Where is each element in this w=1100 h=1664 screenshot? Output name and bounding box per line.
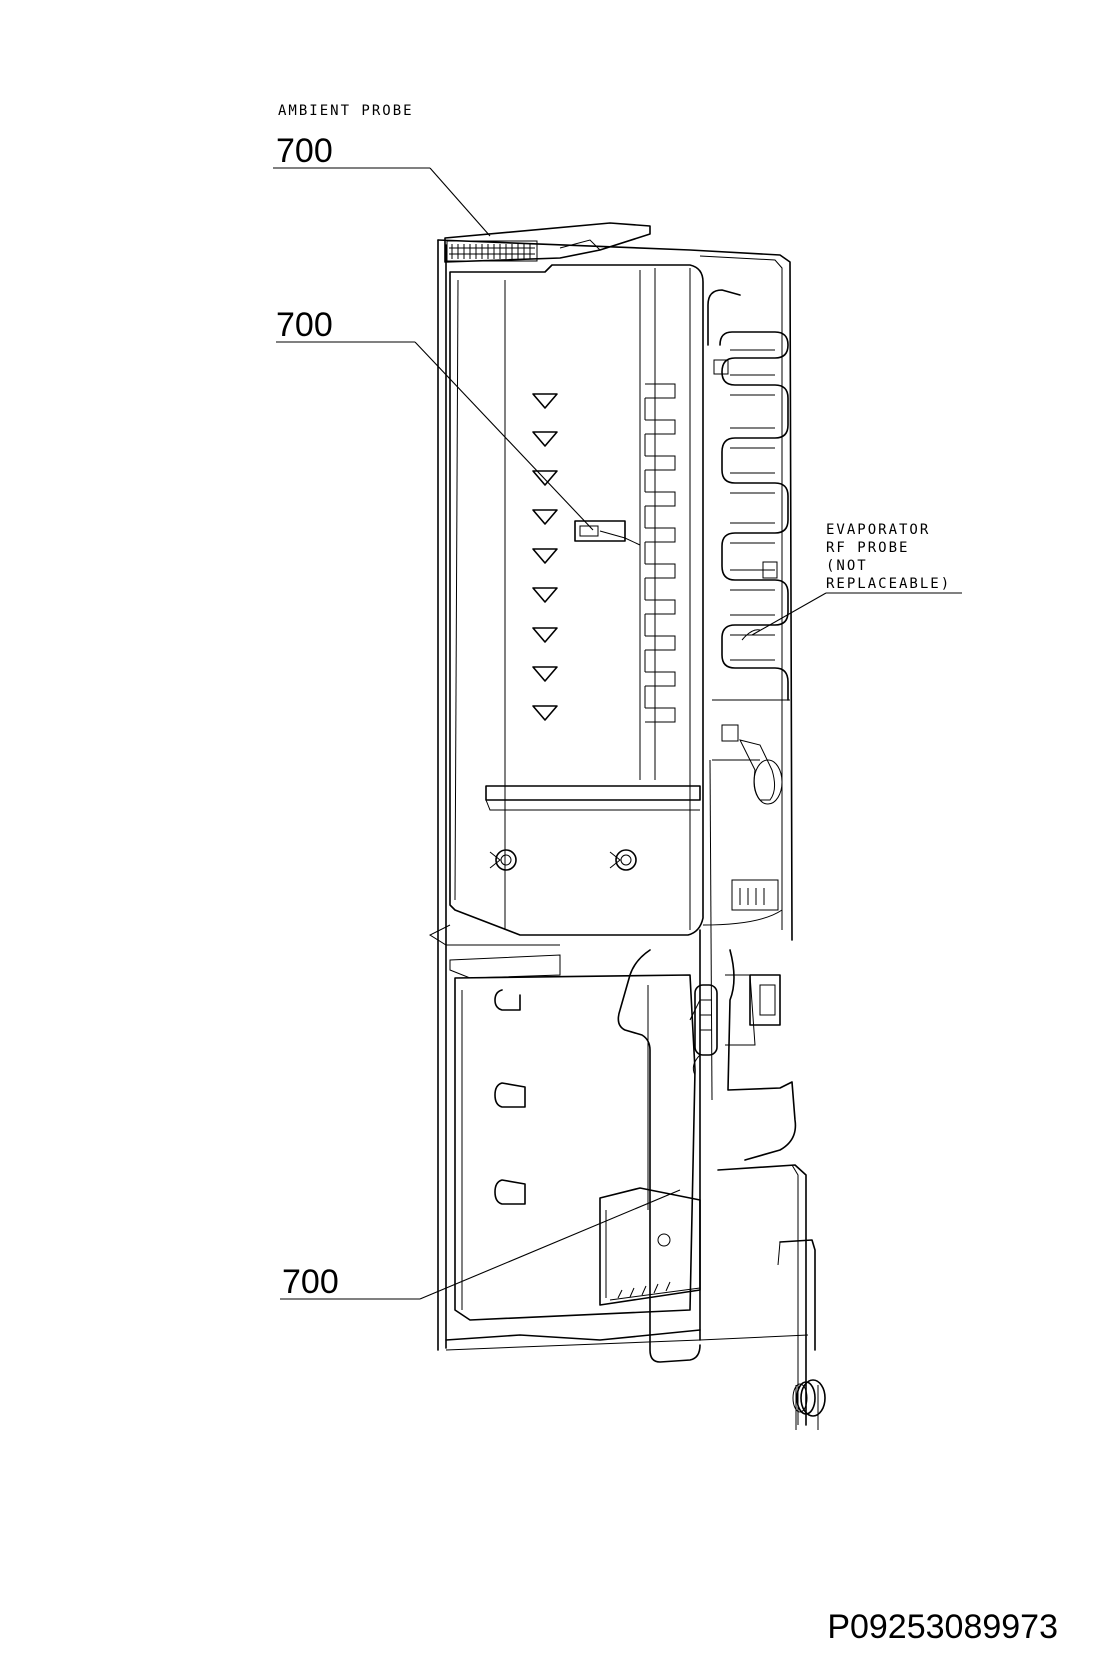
fridge-probe-icon [574, 520, 641, 546]
callout-700-middle: 700 [276, 306, 333, 344]
mount-knob-icons [489, 849, 637, 871]
side-rail-slots [644, 383, 676, 723]
connector-icon [694, 984, 718, 1056]
ambient-probe-label: AMBIENT PROBE [278, 103, 414, 119]
evaporator-label-line-3: (NOT [826, 558, 868, 574]
wiring-harness [617, 759, 816, 1426]
evaporator-coil [707, 289, 790, 701]
callout-700-top: 700 [276, 132, 333, 170]
coil-icon [792, 1379, 826, 1430]
back-bracket [712, 724, 783, 911]
evaporator-label-line-4: REPLACEABLE) [826, 576, 951, 592]
evaporator-label-line-1: EVAPORATOR [826, 522, 930, 538]
evaporator-label-line-2: RF PROBE [826, 540, 909, 556]
freezer-lower-cabinet [445, 954, 701, 1351]
callout-middle-leader [414, 341, 594, 531]
evaporator-leader [751, 592, 827, 636]
evaporator-probe-label: EVAPORATOR RF PROBE (NOT REPLACEABLE) [826, 522, 951, 592]
ambient-probe-icon [444, 222, 651, 263]
part-number: P09253089973 [827, 1608, 1058, 1646]
callout-top-leader [429, 167, 491, 237]
shelf-support-icons [532, 393, 558, 721]
callout-700-bottom: 700 [282, 1263, 339, 1301]
fridge-upper-cabinet [428, 239, 793, 1351]
callout-bottom-leader [419, 1189, 681, 1300]
